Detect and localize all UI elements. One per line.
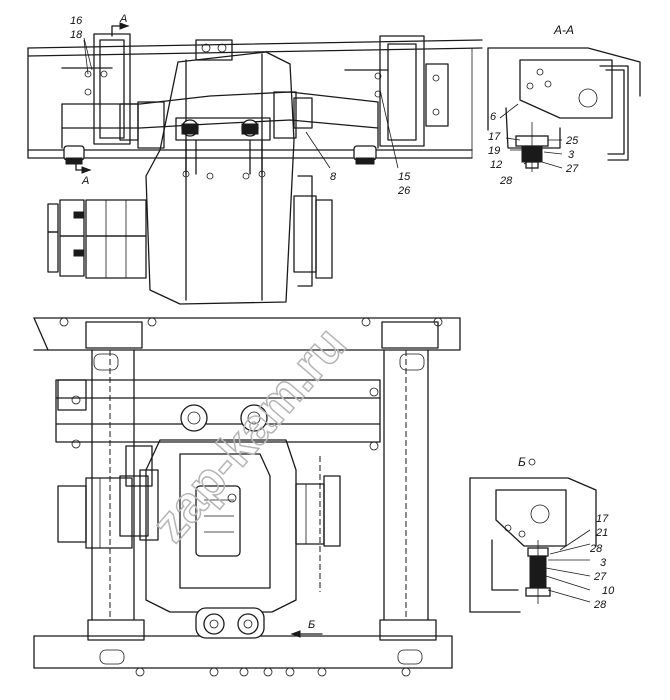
plan-view	[33, 317, 461, 677]
longitudinal-members	[91, 349, 429, 621]
frame-rail-plan-top	[33, 317, 461, 371]
aa-callout-17: 17	[488, 131, 501, 143]
detail-aa	[487, 47, 641, 172]
callouts-main: 16 18 8 15 26	[70, 15, 411, 197]
aa-callout-27: 27	[565, 163, 579, 175]
b-callout-10: 10	[602, 585, 615, 597]
callouts-aa: 6 17 19 12 28 25 3 27	[488, 111, 579, 187]
section-marks: А А А-А Б Б	[75, 13, 574, 631]
aa-callout-25: 25	[565, 135, 579, 147]
direction-b-label: Б	[308, 619, 315, 631]
section-mark-a-top: А	[119, 13, 127, 25]
detail-b-title: Б	[518, 455, 526, 469]
callouts-b: 17 21 28 3 27 10 28	[589, 513, 615, 611]
callout-18: 18	[70, 29, 83, 41]
direction-arrow-b	[290, 630, 323, 638]
aa-callout-28: 28	[499, 175, 513, 187]
callout-15: 15	[398, 171, 411, 183]
callout-26: 26	[397, 185, 411, 197]
output-flanges-side	[47, 199, 147, 279]
output-flange-right-side	[293, 195, 317, 273]
b-callout-28-top: 28	[589, 543, 603, 555]
transfer-case-side	[119, 51, 333, 305]
callout-16: 16	[70, 15, 83, 27]
aa-callout-19: 19	[488, 145, 500, 157]
cross-member-plan	[55, 379, 381, 451]
cross-beam-side	[61, 91, 379, 165]
aa-callout-3: 3	[568, 149, 575, 161]
detail-aa-title: А-А	[553, 23, 574, 37]
callout-8: 8	[330, 171, 337, 183]
b-callout-3: 3	[600, 557, 607, 569]
detail-b-marker-icon	[528, 458, 536, 466]
aa-callout-12: 12	[490, 159, 502, 171]
aa-callout-6: 6	[490, 111, 497, 123]
b-callout-17: 17	[596, 513, 609, 525]
detail-b	[469, 477, 597, 613]
section-mark-a-bottom: А	[81, 175, 89, 187]
mounting-brackets-top	[61, 33, 449, 147]
side-view	[27, 33, 483, 305]
leader-lines	[83, 37, 591, 603]
b-callout-28-bottom: 28	[593, 599, 607, 611]
b-callout-27: 27	[593, 571, 607, 583]
transfer-case-plan	[57, 439, 341, 639]
b-callout-21: 21	[595, 527, 608, 539]
